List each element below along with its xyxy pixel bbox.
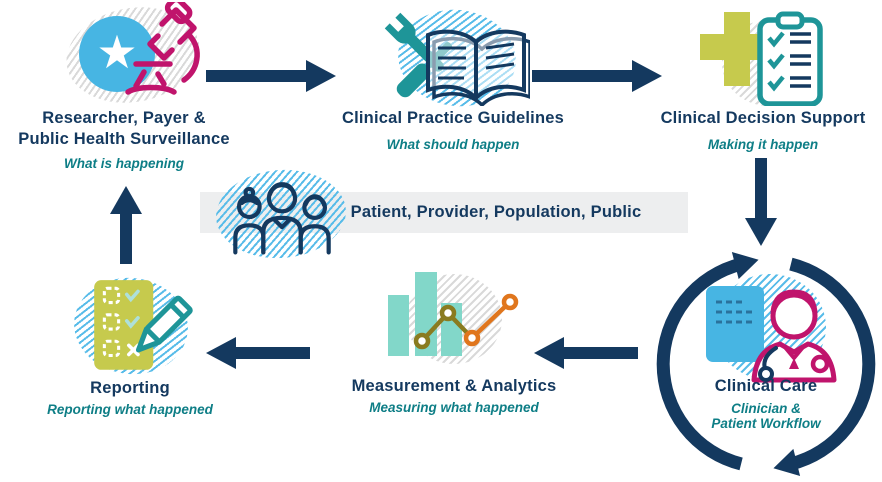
star-badge-icon: ★: [79, 16, 155, 92]
reporting-title: Reporting: [90, 379, 170, 397]
bar-line-chart-icon: [388, 272, 519, 356]
report-form-and-pencil-icon: [94, 280, 193, 370]
reporting-subtitle: Reporting what happened: [47, 402, 213, 417]
arrow-care-to-measurement: [534, 337, 638, 369]
arrow-decision-to-care: [745, 158, 777, 246]
decision-subtitle: Making it happen: [707, 137, 819, 152]
care-subtitle-line2: Patient Workflow: [711, 416, 821, 431]
arrow-measurement-to-reporting: [206, 337, 310, 369]
measurement-subtitle: Measuring what happened: [369, 400, 539, 415]
reporting-icon-group: [28, 271, 232, 381]
guidelines-subtitle: What should happen: [386, 137, 520, 152]
researcher-title-line2: Public Health Surveillance: [18, 130, 230, 148]
care-title: Clinical Care: [714, 377, 818, 395]
star-glyph: ★: [96, 26, 138, 78]
pencil-icon: [135, 295, 193, 353]
researcher-subtitle: What is happening: [64, 156, 184, 171]
tools-and-book-icon: [384, 12, 530, 106]
guidelines-title: Clinical Practice Guidelines: [341, 109, 565, 127]
researcher-icon-group: ★: [0, 0, 248, 113]
node-researcher-payer-surveillance: ★ Researcher, Payer & Public Health Surv…: [0, 0, 248, 171]
measurement-title: Measurement & Analytics: [351, 377, 557, 395]
decision-icon-group: [646, 2, 880, 106]
care-subtitle-line1: Clinician &: [731, 401, 801, 416]
node-reporting: Reporting Reporting what happened: [28, 271, 232, 417]
arrow-researcher-to-guidelines: [206, 60, 336, 92]
node-clinical-decision-support: Clinical Decision Support Making it happ…: [646, 2, 880, 152]
arrow-guidelines-to-decision: [532, 60, 662, 92]
clinician-icon: [706, 286, 837, 383]
cycle-arrows-icon: [656, 251, 876, 477]
chart-card-icon: [706, 286, 764, 362]
microscope-icon: [125, 2, 200, 95]
node-clinical-care: Clinical Care Clinician & Patient Workfl…: [650, 248, 882, 482]
checklist-clipboard-icon: [757, 11, 823, 106]
node-measurement-analytics: Measurement & Analytics Measuring what h…: [342, 258, 566, 415]
people-group-icon: [233, 182, 331, 255]
decision-title: Clinical Decision Support: [660, 109, 866, 127]
measurement-icon-group: [342, 258, 566, 374]
researcher-title-line1: Researcher, Payer &: [42, 109, 206, 127]
node-clinical-practice-guidelines: Clinical Practice Guidelines What should…: [340, 2, 566, 152]
plus-and-checklist-icon: [700, 11, 823, 106]
guidelines-icon-group: [340, 2, 566, 114]
arrow-reporting-to-researcher: [110, 186, 142, 264]
banner-label: Patient, Provider, Population, Public: [350, 203, 642, 221]
open-book-icon: [426, 29, 530, 106]
